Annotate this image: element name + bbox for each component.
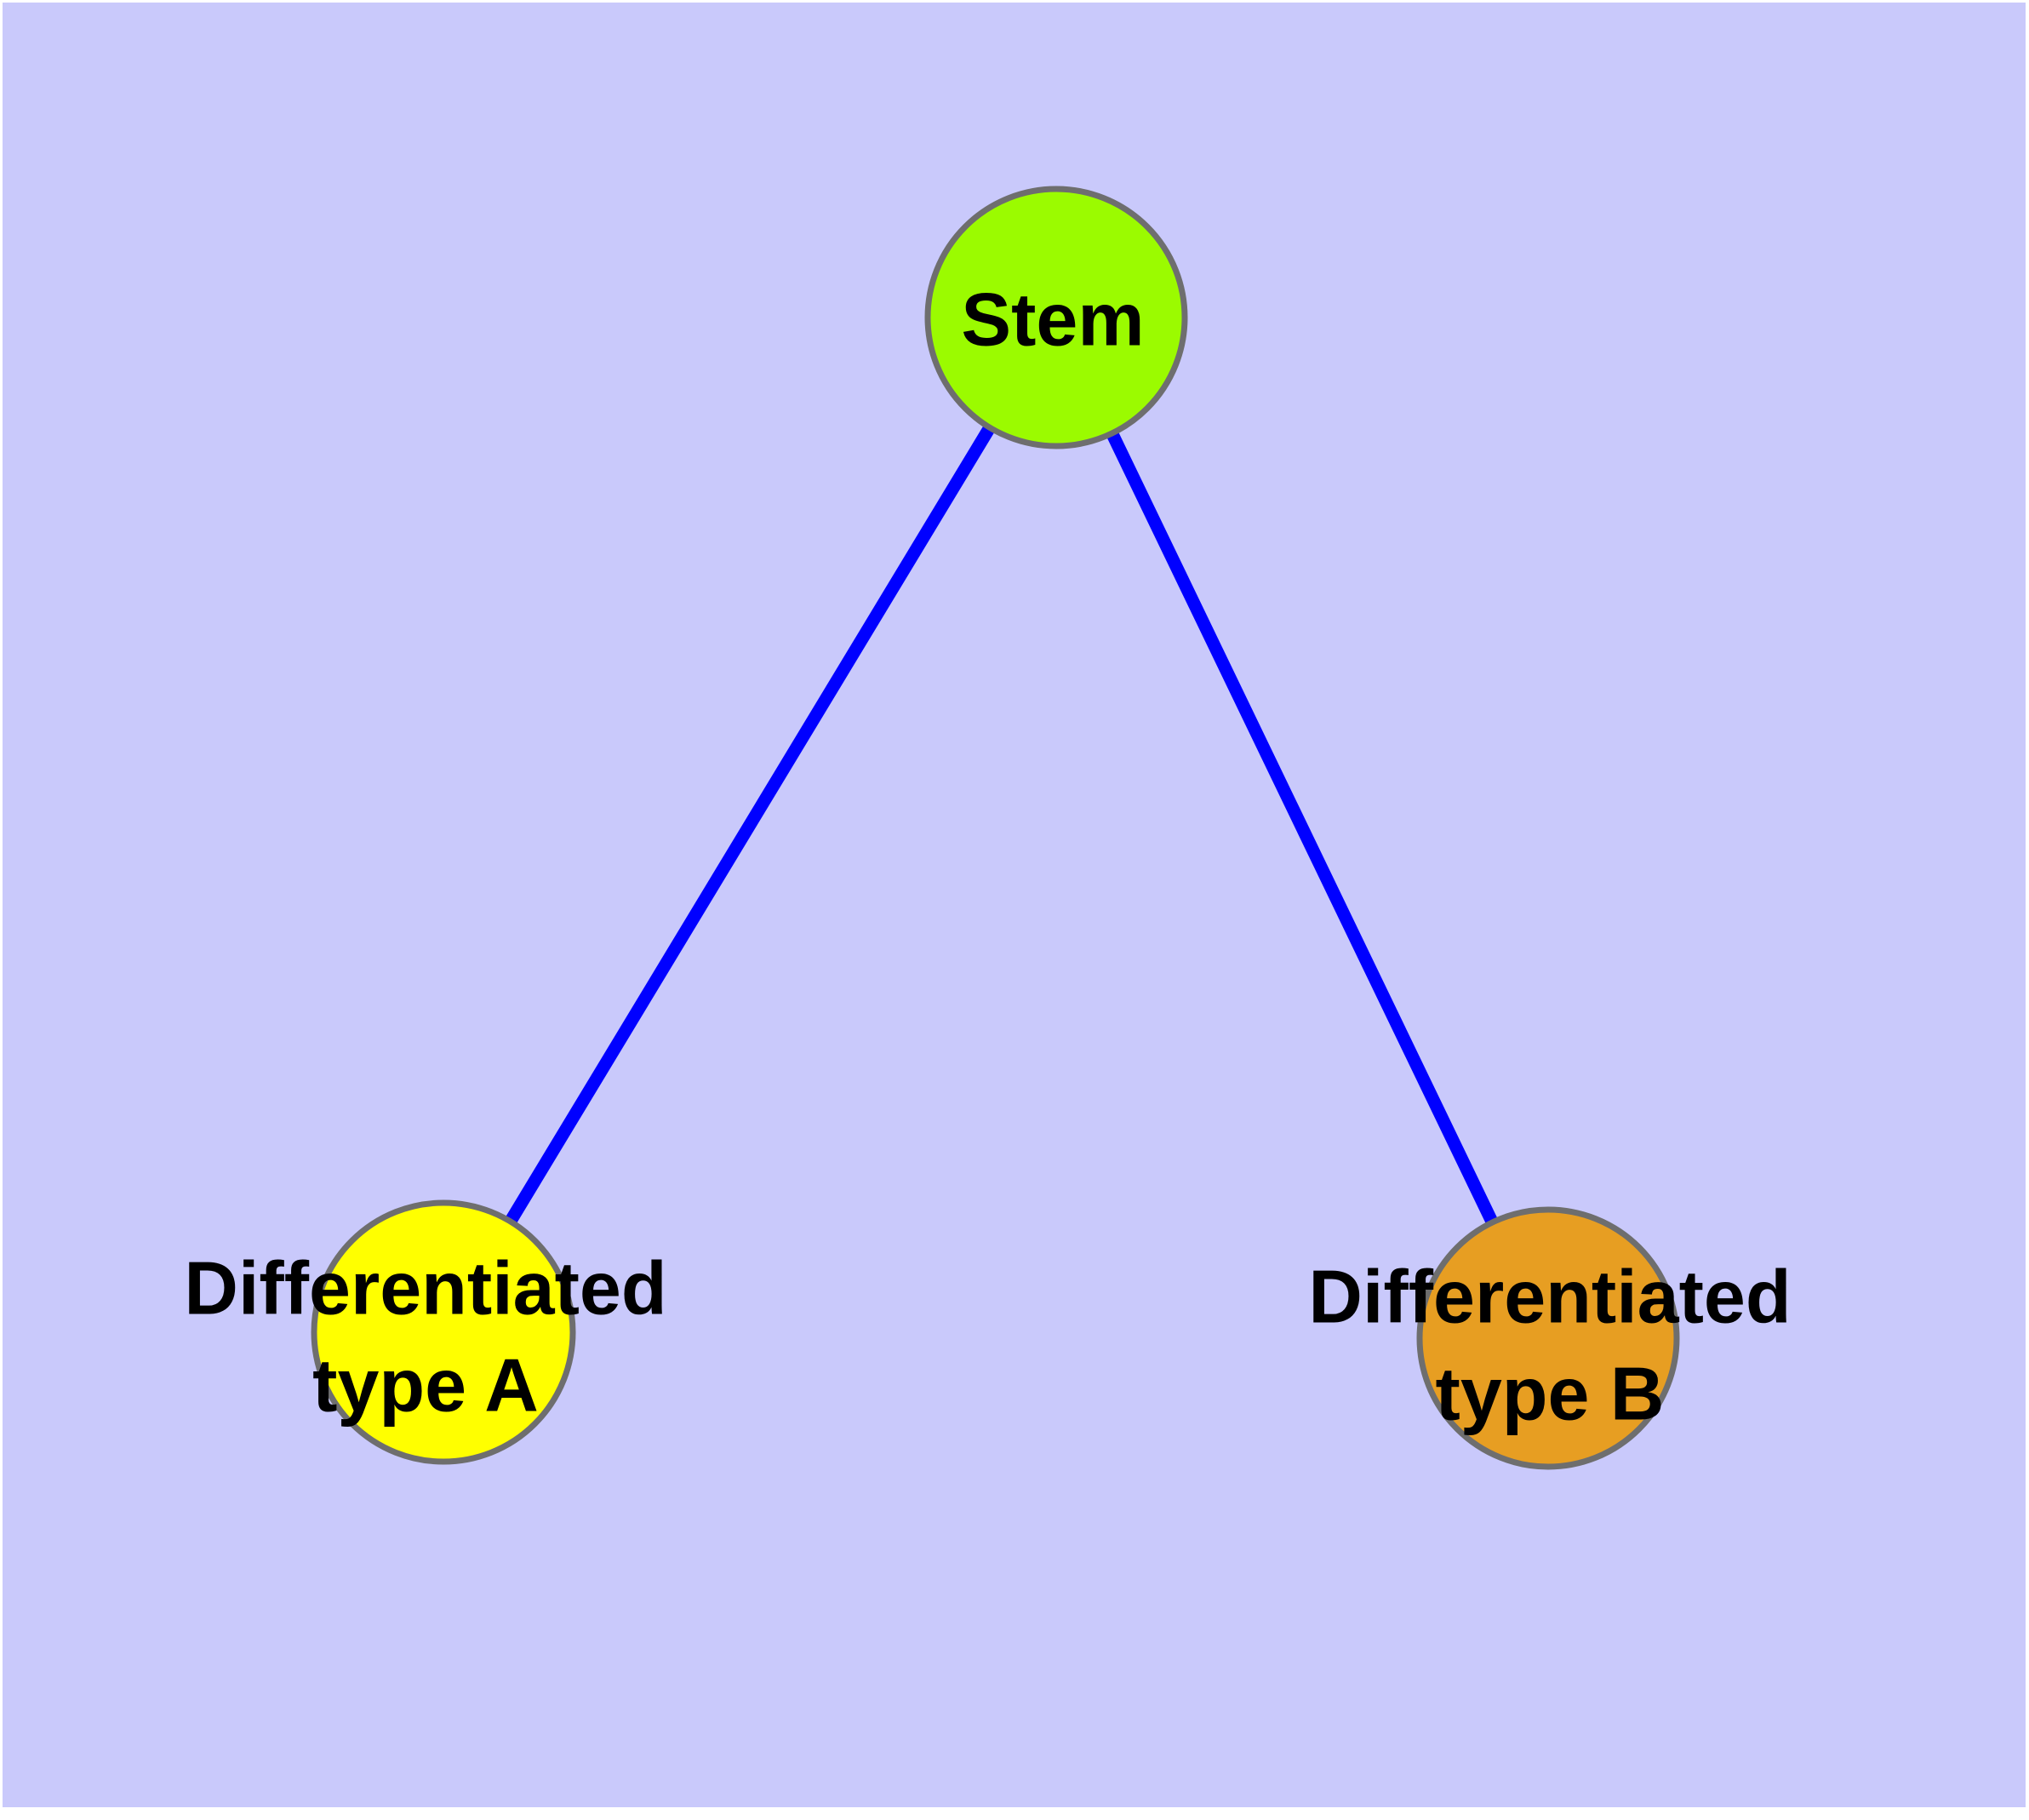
node-label-stem: Stem <box>961 278 1144 362</box>
node-label-line: type B <box>1436 1352 1665 1436</box>
node-label-line: Differentiated <box>184 1246 666 1331</box>
node-label-line: Differentiated <box>1308 1255 1791 1339</box>
nodes-layer <box>311 186 1680 1470</box>
node-stem <box>924 186 1188 449</box>
node-label-typeA: Differentiated type A <box>184 1246 666 1428</box>
edges-layer <box>437 314 1554 1342</box>
node-typeB <box>1416 1206 1680 1470</box>
node-label-line: Stem <box>961 278 1144 362</box>
node-typeA <box>311 1199 576 1465</box>
node-label-typeB: Differentiated type B <box>1308 1255 1791 1436</box>
edge-stem-typeB <box>1050 314 1554 1342</box>
edge-stem-typeA <box>437 314 1062 1336</box>
node-label-line: type A <box>312 1343 539 1428</box>
